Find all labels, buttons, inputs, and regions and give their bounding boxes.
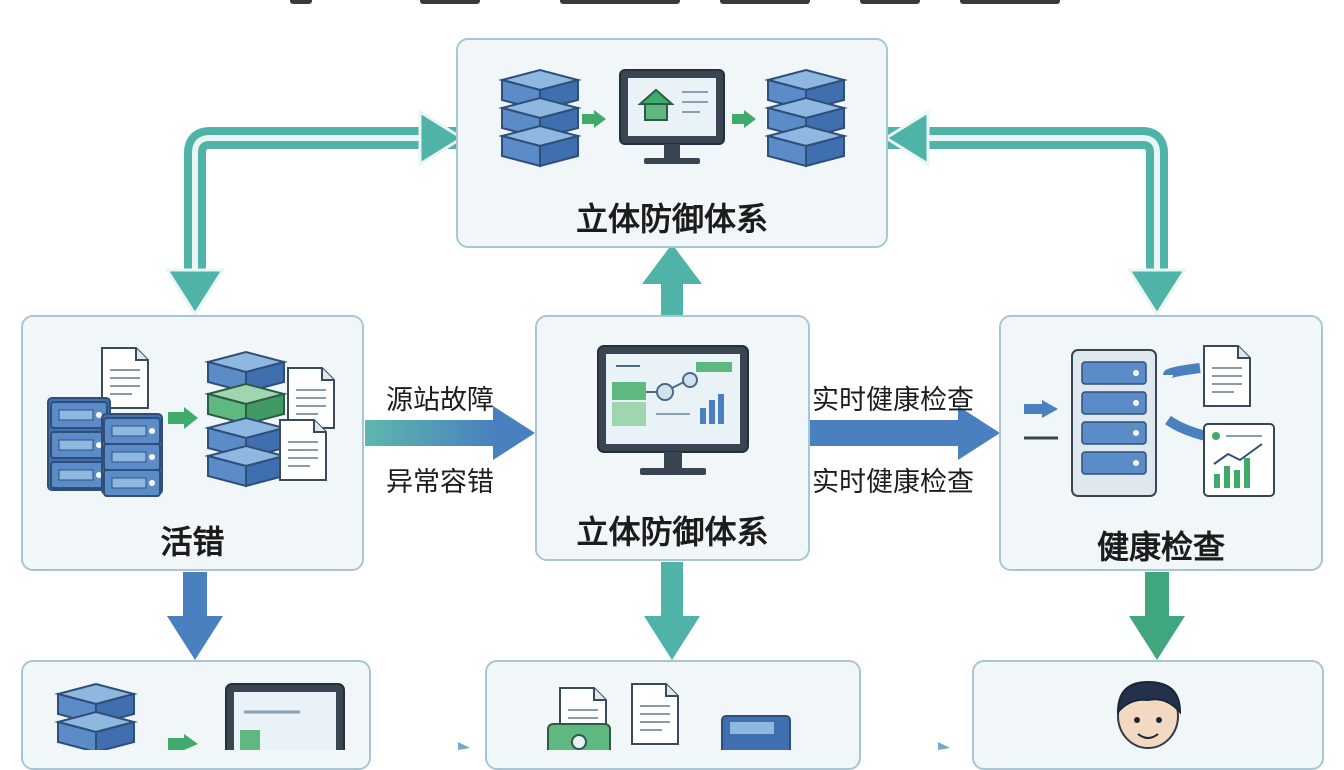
connector-layer [164, 109, 1188, 750]
chart-panel-icon [1203, 423, 1275, 497]
edge-label-realtime-check-top: 实时健康检查 [812, 385, 974, 416]
monitor-dashboard-icon [597, 345, 749, 475]
arrow-left-down [167, 572, 223, 660]
node-left-label: 活错 [160, 523, 225, 561]
icon-layer [47, 69, 1275, 750]
user-avatar-icon [1116, 680, 1182, 749]
server-rack-icon [721, 715, 791, 750]
server-stack-icon [207, 351, 285, 487]
arrow-center-to-right [810, 406, 1000, 460]
arrow-top-left-loop [164, 109, 465, 317]
edge-label-realtime-check-bottom: 实时健康检查 [812, 467, 974, 498]
cable-link-icon [1163, 363, 1208, 441]
node-right-label: 健康检查 [1096, 528, 1225, 566]
monitor-icon [225, 683, 345, 750]
edge-label-source-failure: 源站故障 [386, 385, 494, 416]
server-tower-icon [1071, 349, 1157, 497]
small-arrow-icon [168, 407, 198, 429]
arrow-bottom-left-to-center [458, 742, 470, 750]
server-rack-icon [47, 397, 111, 491]
small-arrow-icon [732, 110, 756, 128]
arrow-center-up [642, 244, 702, 318]
document-icon [279, 367, 335, 481]
secure-folder-icon [547, 723, 611, 750]
document-icon [1203, 345, 1251, 407]
monitor-home-icon [619, 69, 725, 164]
server-stack-icon [57, 683, 135, 750]
server-rack-icon [101, 413, 163, 497]
incoming-arrow-icon [1024, 400, 1058, 440]
small-arrow-icon [582, 110, 606, 128]
server-stack-icon [501, 69, 579, 167]
node-center-label: 立体防御体系 [576, 513, 769, 551]
clipped-title-strip [0, 0, 1344, 10]
node-top-label: 立体防御体系 [575, 200, 768, 238]
small-arrow-icon [168, 734, 198, 750]
server-stack-icon [767, 69, 845, 167]
arrow-center-down [644, 562, 700, 660]
edge-label-exception-tolerance: 异常容错 [386, 467, 494, 498]
arrow-left-to-center [365, 406, 535, 460]
arrow-bottom-center-to-right [938, 742, 950, 750]
arrow-right-down [1129, 572, 1185, 660]
arrow-top-right-loop [883, 109, 1188, 317]
